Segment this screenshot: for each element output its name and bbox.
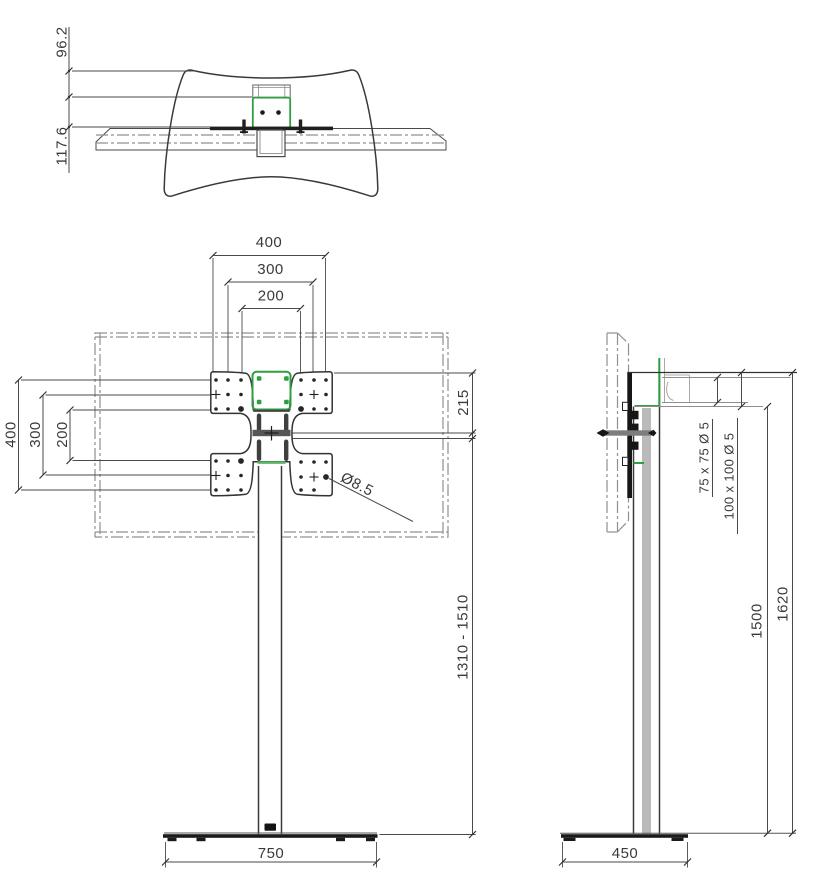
brand-logo	[264, 823, 276, 831]
dim-label-height-400: 400	[3, 421, 20, 448]
side-top-cup	[664, 358, 690, 403]
front-base-dimension: 750	[161, 842, 381, 868]
dim-label-offset-215: 215	[455, 389, 472, 416]
dim-label-height-200: 200	[54, 421, 71, 448]
front-view: 400 300 200 400 300 200	[3, 234, 477, 868]
front-bracket-holes	[214, 378, 329, 492]
top-mount-hook	[252, 84, 291, 99]
front-bracket-cross-marks	[211, 390, 319, 482]
top-vesa-plate	[251, 96, 292, 129]
front-bracket-slots	[256, 413, 289, 461]
dim-label-width-300: 300	[257, 261, 284, 278]
dim-label-height-range: 1310 - 1510	[455, 594, 472, 680]
front-height-dimensions: 400 300 200	[3, 376, 211, 494]
front-base	[163, 832, 378, 842]
top-plate-outline	[95, 128, 447, 151]
front-hole-dia-leader: Ø8.5	[328, 469, 414, 522]
tv-top-outline	[163, 69, 379, 197]
dim-label-base-depth: 450	[612, 845, 639, 862]
dim-label-vesa-small: 75 x 75 Ø 5	[697, 422, 712, 494]
dim-label-height-300: 300	[27, 421, 44, 448]
front-centre-cross	[264, 426, 279, 441]
front-column	[257, 462, 283, 835]
dim-label-width-200: 200	[258, 288, 285, 305]
side-extension-lines	[560, 371, 797, 834]
side-height-dimensions: 1500 1620	[749, 368, 797, 838]
dim-label-hole-dia: Ø8.5	[338, 469, 376, 500]
top-clamps	[240, 119, 305, 134]
dim-label-width-400: 400	[256, 234, 283, 251]
front-right-dimensions: 215 1310 - 1510	[292, 369, 477, 839]
dim-label-vesa-large: 100 x 100 Ø 5	[722, 433, 737, 520]
side-base-dimension: 450	[558, 842, 692, 868]
dim-label-top-lower: 117.6	[54, 127, 71, 166]
top-view: 96.2 117.6	[54, 26, 447, 197]
dim-label-base-width: 750	[258, 845, 285, 862]
dim-label-top-upper: 96.2	[54, 26, 71, 57]
side-column	[632, 373, 661, 834]
side-green-accents	[633, 358, 661, 464]
side-base	[561, 834, 688, 841]
top-view-dimensions: 96.2 117.6	[54, 26, 252, 173]
front-vesa-plate	[251, 370, 292, 464]
top-tilt-bar	[210, 126, 333, 131]
side-vesa-dimensions: 75 x 75 Ø 5 100 x 100 Ø 5	[697, 368, 746, 534]
dim-label-total-height: 1620	[775, 586, 792, 621]
dim-label-center-height: 1500	[749, 603, 766, 638]
side-view: 75 x 75 Ø 5 100 x 100 Ø 5 1500 1620	[558, 332, 797, 868]
top-column-section	[256, 129, 286, 158]
side-bracket	[596, 372, 657, 498]
